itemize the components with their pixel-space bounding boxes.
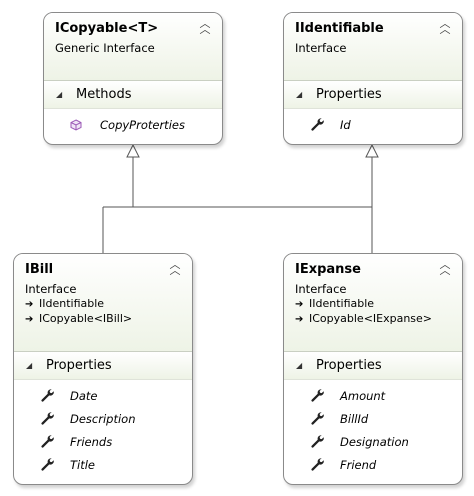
iexpanse-properties-section[interactable]: ◢ Properties xyxy=(284,352,462,380)
generalization-arrow-iidentifiable xyxy=(365,143,379,158)
expanded-triangle-icon: ◢ xyxy=(26,361,33,370)
list-item[interactable]: Title xyxy=(14,453,192,476)
ibill-box[interactable]: IBill Interface ➔IIdentifiable ➔ICopyabl… xyxy=(13,253,193,485)
wrench-icon xyxy=(310,117,340,132)
ibill-properties-section[interactable]: ◢ Properties xyxy=(14,352,192,380)
wrench-icon xyxy=(40,388,70,403)
inherit-arrow-icon: ➔ xyxy=(25,314,34,325)
list-item[interactable]: Friend xyxy=(284,453,462,476)
wrench-icon xyxy=(310,457,340,472)
iexpanse-header: IExpanse Interface ➔IIdentifiable ➔ICopy… xyxy=(284,254,462,352)
list-item[interactable]: Designation xyxy=(284,430,462,453)
inherit-arrow-icon: ➔ xyxy=(295,299,304,310)
list-item[interactable]: Date xyxy=(14,384,192,407)
method-cube-icon xyxy=(70,118,100,131)
property-name: Id xyxy=(340,117,351,132)
inherit-arrow-icon: ➔ xyxy=(295,314,304,325)
property-name: BillId xyxy=(340,411,369,426)
iidentifiable-stereotype: Interface xyxy=(295,41,347,55)
wrench-icon xyxy=(40,457,70,472)
collapse-icon[interactable]: ︿︿ xyxy=(439,17,451,36)
list-item[interactable]: Id xyxy=(284,113,462,136)
iidentifiable-box[interactable]: IIdentifiable Interface ︿︿ ◢ Properties … xyxy=(283,12,463,145)
section-label: Properties xyxy=(316,87,382,102)
ibill-title: IBill xyxy=(25,262,54,277)
wrench-icon xyxy=(40,434,70,449)
iidentifiable-header: IIdentifiable Interface ︿︿ xyxy=(284,13,462,81)
expanded-triangle-icon: ◢ xyxy=(296,90,303,99)
section-label: Methods xyxy=(76,87,132,102)
icopyable-box[interactable]: ICopyable<T> Generic Interface ︿︿ ◢ Meth… xyxy=(43,12,223,145)
property-name: Friend xyxy=(340,457,377,472)
expanded-triangle-icon: ◢ xyxy=(56,90,63,99)
iexpanse-stereotype: Interface xyxy=(295,282,347,296)
iexpanse-title: IExpanse xyxy=(295,262,361,277)
section-label: Properties xyxy=(46,358,112,373)
inherited-interface: ➔IIdentifiable xyxy=(25,297,105,310)
method-name: CopyProterties xyxy=(100,117,185,132)
property-name: Title xyxy=(70,457,95,472)
ibill-stereotype: Interface xyxy=(25,282,77,296)
list-item[interactable]: Description xyxy=(14,407,192,430)
wrench-icon xyxy=(310,411,340,426)
list-item[interactable]: CopyProterties xyxy=(44,113,222,136)
property-name: Designation xyxy=(340,434,409,449)
collapse-icon[interactable]: ︿︿ xyxy=(169,258,181,277)
inherited-interface: ➔ICopyable<IBill> xyxy=(25,312,133,325)
generalization-arrow-icopyable xyxy=(126,143,140,158)
icopyable-title: ICopyable<T> xyxy=(55,21,159,36)
iidentifiable-properties-section[interactable]: ◢ Properties xyxy=(284,81,462,109)
list-item[interactable]: BillId xyxy=(284,407,462,430)
property-name: Amount xyxy=(340,388,386,403)
collapse-icon[interactable]: ︿︿ xyxy=(439,258,451,277)
iexpanse-box[interactable]: IExpanse Interface ➔IIdentifiable ➔ICopy… xyxy=(283,253,463,485)
property-name: Description xyxy=(70,411,136,426)
list-item[interactable]: Amount xyxy=(284,384,462,407)
icopyable-methods-section[interactable]: ◢ Methods xyxy=(44,81,222,109)
icopyable-stereotype: Generic Interface xyxy=(55,41,155,55)
inherited-interface: ➔ICopyable<IExpanse> xyxy=(295,312,433,325)
icopyable-header: ICopyable<T> Generic Interface ︿︿ xyxy=(44,13,222,81)
property-name: Friends xyxy=(70,434,113,449)
iidentifiable-title: IIdentifiable xyxy=(295,21,384,36)
expanded-triangle-icon: ◢ xyxy=(296,361,303,370)
collapse-icon[interactable]: ︿︿ xyxy=(199,17,211,36)
ibill-header: IBill Interface ➔IIdentifiable ➔ICopyabl… xyxy=(14,254,192,352)
property-name: Date xyxy=(70,388,98,403)
wrench-icon xyxy=(310,388,340,403)
wrench-icon xyxy=(40,411,70,426)
inherit-arrow-icon: ➔ xyxy=(25,299,34,310)
wrench-icon xyxy=(310,434,340,449)
list-item[interactable]: Friends xyxy=(14,430,192,453)
inherited-interface: ➔IIdentifiable xyxy=(295,297,375,310)
section-label: Properties xyxy=(316,358,382,373)
